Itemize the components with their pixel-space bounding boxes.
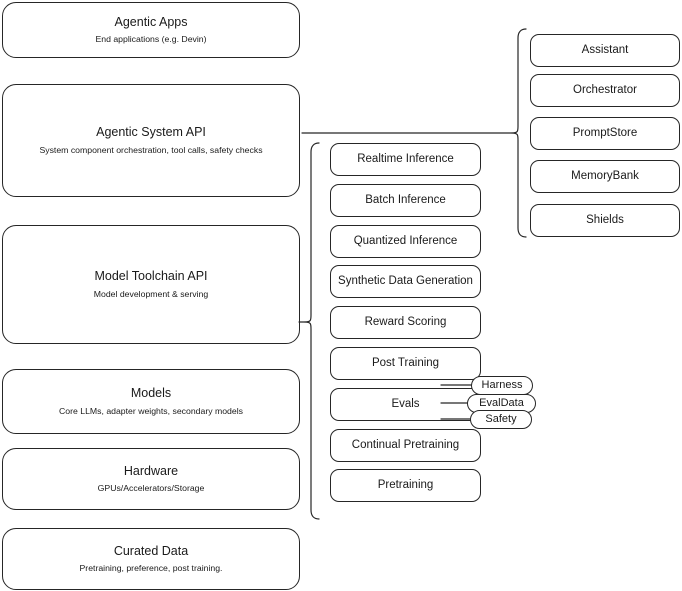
toolchain-pill-batch-inference[interactable]: Batch Inference bbox=[330, 184, 481, 217]
chip-label: Safety bbox=[485, 413, 517, 425]
layer-box-agentic-apps[interactable]: Agentic Apps End applications (e.g. Devi… bbox=[2, 2, 300, 58]
layer-subtitle: System component orchestration, tool cal… bbox=[39, 144, 263, 155]
layer-subtitle: End applications (e.g. Devin) bbox=[95, 34, 207, 45]
agentic-pill-assistant[interactable]: Assistant bbox=[530, 34, 680, 67]
brace-agentic-system-components bbox=[511, 28, 527, 238]
pill-label: Shields bbox=[586, 213, 624, 226]
chip-label: EvalData bbox=[479, 397, 524, 409]
pill-label: MemoryBank bbox=[571, 169, 639, 182]
layer-subtitle: Core LLMs, adapter weights, secondary mo… bbox=[59, 405, 243, 416]
pill-label: Synthetic Data Generation bbox=[338, 274, 473, 287]
toolchain-pill-continual-pretraining[interactable]: Continual Pretraining bbox=[330, 429, 481, 462]
layer-subtitle: GPUs/Accelerators/Storage bbox=[97, 483, 205, 494]
layer-box-curated-data[interactable]: Curated Data Pretraining, preference, po… bbox=[2, 528, 300, 590]
pill-label: Post Training bbox=[371, 356, 440, 369]
toolchain-pill-quantized-inference[interactable]: Quantized Inference bbox=[330, 225, 481, 258]
pill-label: Pretraining bbox=[377, 478, 434, 491]
pill-label: Batch Inference bbox=[365, 193, 446, 206]
layer-subtitle: Pretraining, preference, post training. bbox=[79, 563, 223, 574]
chip-label: Harness bbox=[481, 379, 523, 391]
pill-label: Assistant bbox=[581, 43, 629, 56]
toolchain-pill-reward-scoring[interactable]: Reward Scoring bbox=[330, 306, 481, 339]
pill-label: Orchestrator bbox=[573, 83, 637, 96]
layer-subtitle: Model development & serving bbox=[93, 288, 209, 299]
layer-box-model-toolchain-api[interactable]: Model Toolchain API Model development & … bbox=[2, 225, 300, 344]
toolchain-pill-post-training[interactable]: Post Training bbox=[330, 347, 481, 380]
layer-title: Models bbox=[130, 386, 172, 401]
pill-label: Reward Scoring bbox=[364, 315, 447, 328]
evals-chip-harness[interactable]: Harness bbox=[471, 376, 533, 395]
agentic-pill-orchestrator[interactable]: Orchestrator bbox=[530, 74, 680, 107]
toolchain-pill-pretraining[interactable]: Pretraining bbox=[330, 469, 481, 502]
layer-box-models[interactable]: Models Core LLMs, adapter weights, secon… bbox=[2, 369, 300, 434]
layer-title: Agentic Apps bbox=[114, 14, 188, 29]
evals-chip-safety[interactable]: Safety bbox=[470, 410, 532, 429]
agentic-pill-memorybank[interactable]: MemoryBank bbox=[530, 160, 680, 193]
layer-box-agentic-system-api[interactable]: Agentic System API System component orch… bbox=[2, 84, 300, 197]
brace-toolchain-components bbox=[304, 142, 320, 520]
pill-label: PromptStore bbox=[572, 126, 638, 139]
pill-label: Quantized Inference bbox=[353, 234, 458, 247]
layer-title: Model Toolchain API bbox=[94, 269, 208, 284]
agentic-pill-shields[interactable]: Shields bbox=[530, 204, 680, 237]
layer-title: Hardware bbox=[123, 463, 179, 478]
pill-label: Continual Pretraining bbox=[351, 438, 460, 451]
pill-label: Realtime Inference bbox=[357, 152, 454, 165]
layer-title: Agentic System API bbox=[96, 125, 206, 140]
layer-title: Curated Data bbox=[113, 543, 189, 558]
pill-label: Evals bbox=[391, 397, 420, 410]
toolchain-pill-realtime-inference[interactable]: Realtime Inference bbox=[330, 143, 481, 176]
layer-box-hardware[interactable]: Hardware GPUs/Accelerators/Storage bbox=[2, 448, 300, 510]
toolchain-pill-synthetic-data-generation[interactable]: Synthetic Data Generation bbox=[330, 265, 481, 298]
agentic-pill-promptstore[interactable]: PromptStore bbox=[530, 117, 680, 150]
toolchain-pill-evals[interactable]: Evals bbox=[330, 388, 481, 421]
